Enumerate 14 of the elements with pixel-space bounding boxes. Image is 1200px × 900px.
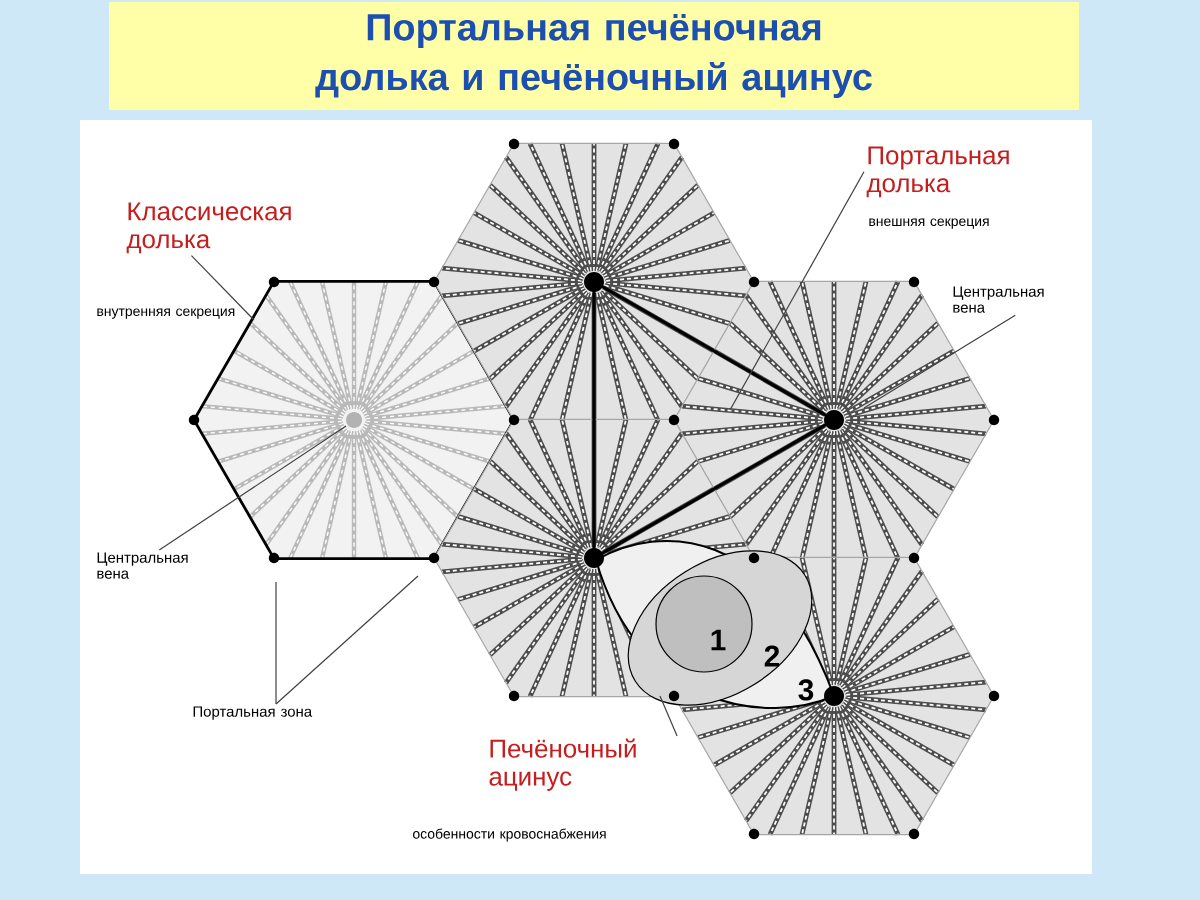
leader-line	[275, 581, 277, 705]
leader-line	[729, 171, 865, 411]
zone-number: 2	[764, 645, 780, 667]
title-banner: Портальная печёночная долька и печёночный ацинус	[109, 2, 1079, 110]
leader-line	[190, 255, 255, 321]
zone-number: 1	[711, 629, 726, 651]
leader-line	[275, 575, 419, 705]
leader-line	[158, 425, 347, 551]
zone-number: 3	[798, 679, 814, 701]
leader-line	[659, 695, 678, 737]
structure-label: Классическая долька	[126, 202, 291, 254]
structure-label: Портальная долька	[866, 146, 1009, 198]
leader-line	[863, 314, 1016, 409]
structure-label: Печёночный ацинус	[489, 738, 636, 791]
